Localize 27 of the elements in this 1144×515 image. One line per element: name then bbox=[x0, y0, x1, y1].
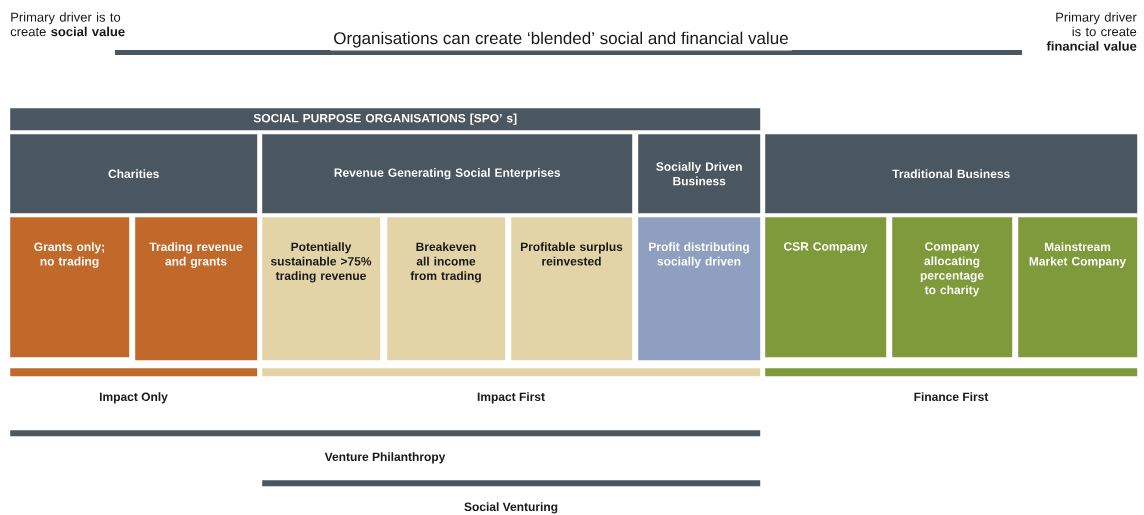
category-box: Trading revenue and grants bbox=[135, 217, 258, 361]
labeled-band: Social Venturing bbox=[262, 480, 761, 514]
header-box: Charities bbox=[10, 134, 258, 214]
node-label: Finance First bbox=[914, 392, 989, 402]
node-label: Venture Philanthropy bbox=[324, 452, 446, 464]
category-box: CSR Company bbox=[765, 217, 887, 358]
node-label: Impact Only bbox=[99, 392, 168, 404]
header-box: Traditional Business bbox=[765, 134, 1138, 214]
header-box: Revenue Generating Social Enterprises bbox=[262, 134, 633, 214]
category-box: Profit distributing socially driven bbox=[638, 217, 761, 361]
labeled-band: Impact First bbox=[262, 368, 761, 404]
title: Organisations can create ‘blended’ social and financial value bbox=[330, 28, 792, 51]
category-box: Breakeven all income from trading bbox=[387, 217, 506, 361]
header-box: Socially Driven Business bbox=[638, 134, 761, 214]
side-note: Primary driver is to create financial value bbox=[1046, 12, 1137, 51]
category-box: Profitable surplus reinvested bbox=[511, 217, 633, 361]
node-label: Social Venturing bbox=[464, 502, 558, 514]
header-box: SOCIAL PURPOSE ORGANISATIONS [SPO’ s] bbox=[10, 108, 761, 131]
category-box: Grants only; no trading bbox=[10, 217, 130, 358]
category-box: Company allocating percentage to charity bbox=[892, 217, 1013, 358]
category-box: Potentially sustainable >75% trading revenue bbox=[262, 217, 381, 361]
category-box: Mainstream Market Company bbox=[1018, 217, 1138, 358]
labeled-band: Impact Only bbox=[10, 368, 258, 404]
labeled-band: Venture Philanthropy bbox=[10, 430, 761, 464]
labeled-band: Finance First bbox=[765, 368, 1138, 401]
side-note: Primary driver is to create social value bbox=[10, 12, 125, 37]
node-label: Impact First bbox=[477, 392, 545, 404]
